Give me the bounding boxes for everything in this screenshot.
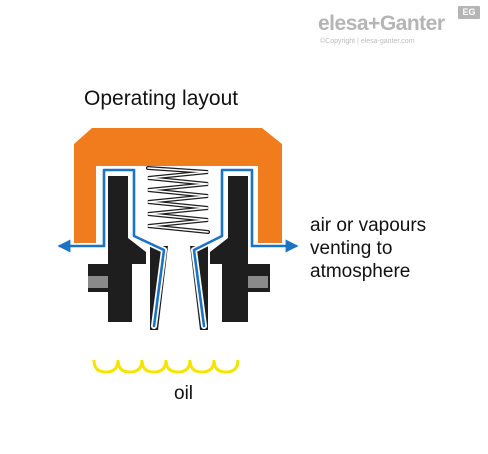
venting-line-2: venting to	[310, 238, 393, 259]
oil-waves	[92, 359, 240, 374]
brand-logo: elesa+Ganter EG ©Copyright | elesa-gante…	[318, 6, 486, 48]
cap	[74, 128, 282, 246]
diagram-title: Operating layout	[84, 87, 239, 110]
logo-text: elesa+Ganter	[318, 12, 445, 35]
logo-badge: EG	[458, 6, 480, 19]
venting-line-3: atmosphere	[310, 261, 411, 282]
venting-label: air or vapours venting to atmosphere	[310, 214, 426, 283]
gasket-left	[88, 276, 108, 288]
vapour-flow	[57, 167, 299, 329]
copyright-text: ©Copyright | elesa-ganter.com	[320, 38, 415, 45]
venting-line-1: air or vapours	[310, 215, 427, 236]
spring	[146, 146, 210, 234]
oil-label: oil	[174, 383, 194, 404]
gasket-right	[248, 276, 268, 288]
